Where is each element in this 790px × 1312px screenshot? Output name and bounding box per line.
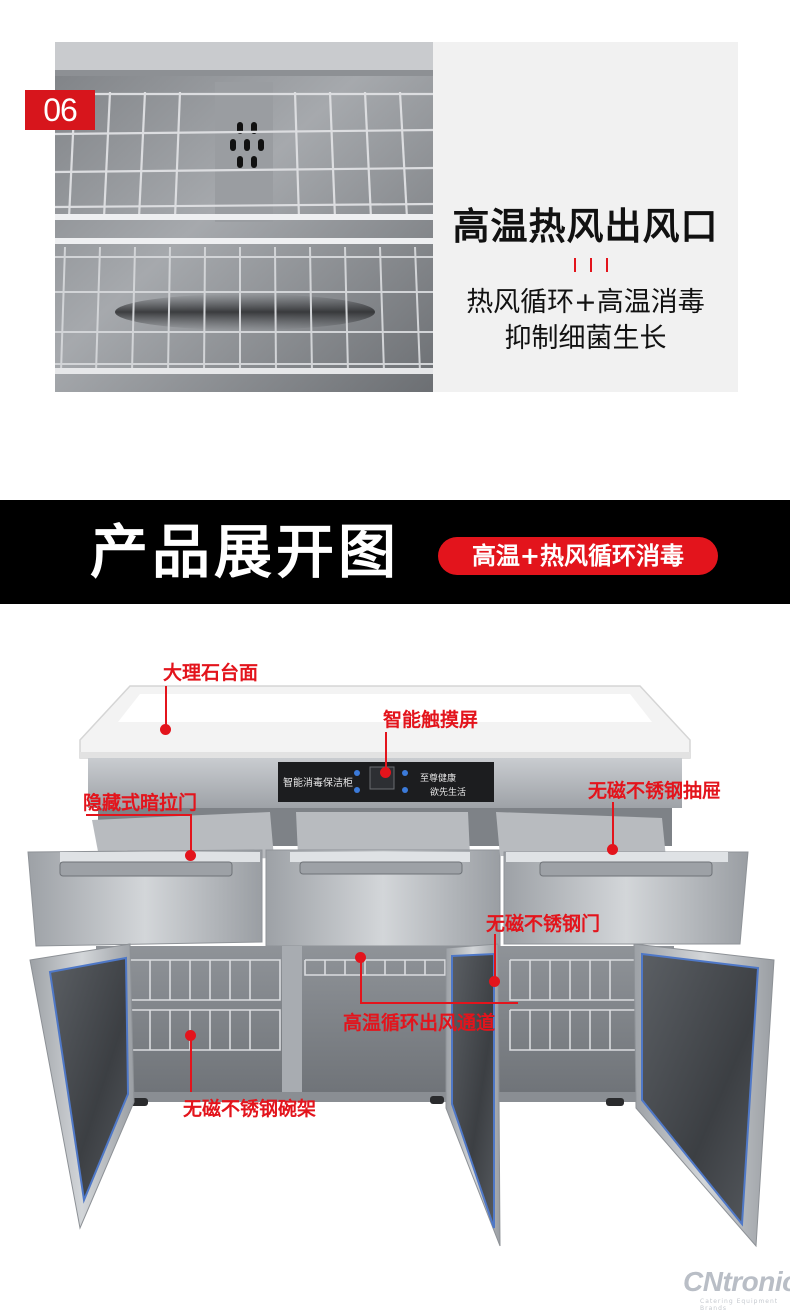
feature-title: 高温热风出风口 (452, 205, 719, 248)
panel-right-text-line2: 欲先生活 (430, 786, 466, 798)
callout-dot (607, 844, 618, 855)
callout-hidden-handle: 隐藏式暗拉门 (83, 792, 198, 814)
callout-bowl-rack: 无磁不锈钢碗架 (183, 1098, 317, 1120)
callout-leader-line (165, 686, 167, 730)
callout-marble-top: 大理石台面 (163, 662, 259, 684)
callout-steel-drawer: 无磁不锈钢抽屉 (588, 780, 722, 802)
brand-watermark-sub: Catering Equipment Brands (700, 1298, 779, 1312)
product-exploded-view: 智能消毒保洁柜 至尊健康 欲先生活 (0, 604, 790, 1308)
callout-dot (185, 1030, 196, 1041)
banner-title: 产品展开图 (90, 518, 401, 586)
panel-right-text-line1: 至尊健康 (420, 772, 456, 784)
banner-tag-pill: 高温+热风循环消毒 (438, 537, 718, 575)
callout-dot (160, 724, 171, 735)
panel-button-icon[interactable] (354, 770, 360, 776)
divider-tick (606, 258, 608, 272)
callout-dot (185, 850, 196, 861)
callout-leader-line (190, 814, 192, 854)
callout-dot (355, 952, 366, 963)
callout-dot (380, 767, 391, 778)
callout-leader-line (494, 934, 496, 978)
step-number-badge: 06 (25, 90, 95, 130)
callout-leader-line (385, 732, 387, 770)
cabinet-illustration: 智能消毒保洁柜 至尊健康 欲先生活 (27, 685, 775, 1248)
callout-dot (489, 976, 500, 987)
callout-leader-line (360, 1002, 518, 1004)
feature-desc-line1: 热风循环+高温消毒 (466, 287, 705, 318)
vent-closeup-photo (55, 42, 433, 392)
feature-text-panel (433, 42, 738, 392)
panel-button-icon[interactable] (402, 770, 408, 776)
panel-button-icon[interactable] (402, 787, 408, 793)
callout-air-channel: 高温循环出风通道 (343, 1012, 496, 1034)
vent-closeup-illustration (55, 42, 433, 392)
divider-tick (574, 258, 576, 272)
brand-watermark: CNtronic (683, 1266, 790, 1297)
callout-leader-line (86, 814, 192, 816)
callout-leader-line (190, 1036, 192, 1092)
feature-desc-line2: 抑制细菌生长 (504, 323, 667, 354)
divider-tick (590, 258, 592, 272)
callout-steel-door: 无磁不锈钢门 (486, 913, 601, 935)
callout-leader-line (612, 802, 614, 846)
callout-touch-screen: 智能触摸屏 (383, 709, 479, 731)
panel-left-text: 智能消毒保洁柜 (283, 776, 353, 789)
panel-button-icon[interactable] (354, 787, 360, 793)
callout-leader-line (360, 958, 362, 1004)
